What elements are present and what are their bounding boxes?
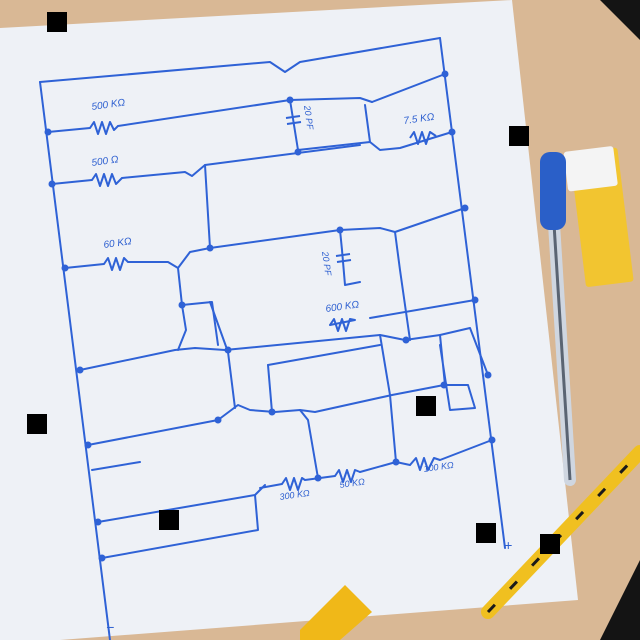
resistor-r2 bbox=[91, 173, 123, 187]
pencil bbox=[481, 445, 640, 619]
resistor-r3 bbox=[103, 257, 129, 271]
capacitor-c2-plate-a bbox=[335, 253, 351, 257]
capacitor-c1-plate-a bbox=[285, 115, 301, 119]
capacitors bbox=[285, 115, 352, 263]
sharpener bbox=[300, 585, 372, 640]
resistor-r5 bbox=[329, 318, 356, 332]
label-c1: 20 PF bbox=[302, 104, 315, 131]
capacitor-c1-plate-b bbox=[286, 121, 302, 125]
occlusion-squares bbox=[27, 12, 560, 554]
resistor-r6 bbox=[281, 477, 306, 491]
ballpoint-pen bbox=[540, 152, 576, 486]
label-r1: 500 KΩ bbox=[91, 97, 126, 113]
label-r2: 500 Ω bbox=[91, 154, 120, 169]
paper-sheet bbox=[0, 0, 578, 640]
resistor-r4 bbox=[409, 131, 437, 145]
resistor-r1 bbox=[89, 121, 119, 135]
label-r4: 7.5 KΩ bbox=[403, 112, 436, 127]
eraser bbox=[563, 146, 634, 287]
label-r6: 300 KΩ bbox=[279, 488, 311, 502]
resistors bbox=[89, 121, 441, 491]
resistor-r7 bbox=[334, 469, 361, 483]
label-c2: 20 PF bbox=[320, 250, 333, 277]
resistor-r8 bbox=[409, 457, 441, 471]
label-r7: 50 KΩ bbox=[339, 477, 366, 490]
junction-dots bbox=[44, 70, 496, 562]
label-r5: 600 KΩ bbox=[325, 299, 360, 315]
label-r8: 100 KΩ bbox=[423, 460, 455, 474]
terminal-plus: + bbox=[504, 537, 512, 553]
capacitor-c2-plate-b bbox=[336, 259, 352, 263]
label-r3: 60 KΩ bbox=[103, 236, 133, 251]
terminal-minus: − bbox=[106, 619, 114, 635]
